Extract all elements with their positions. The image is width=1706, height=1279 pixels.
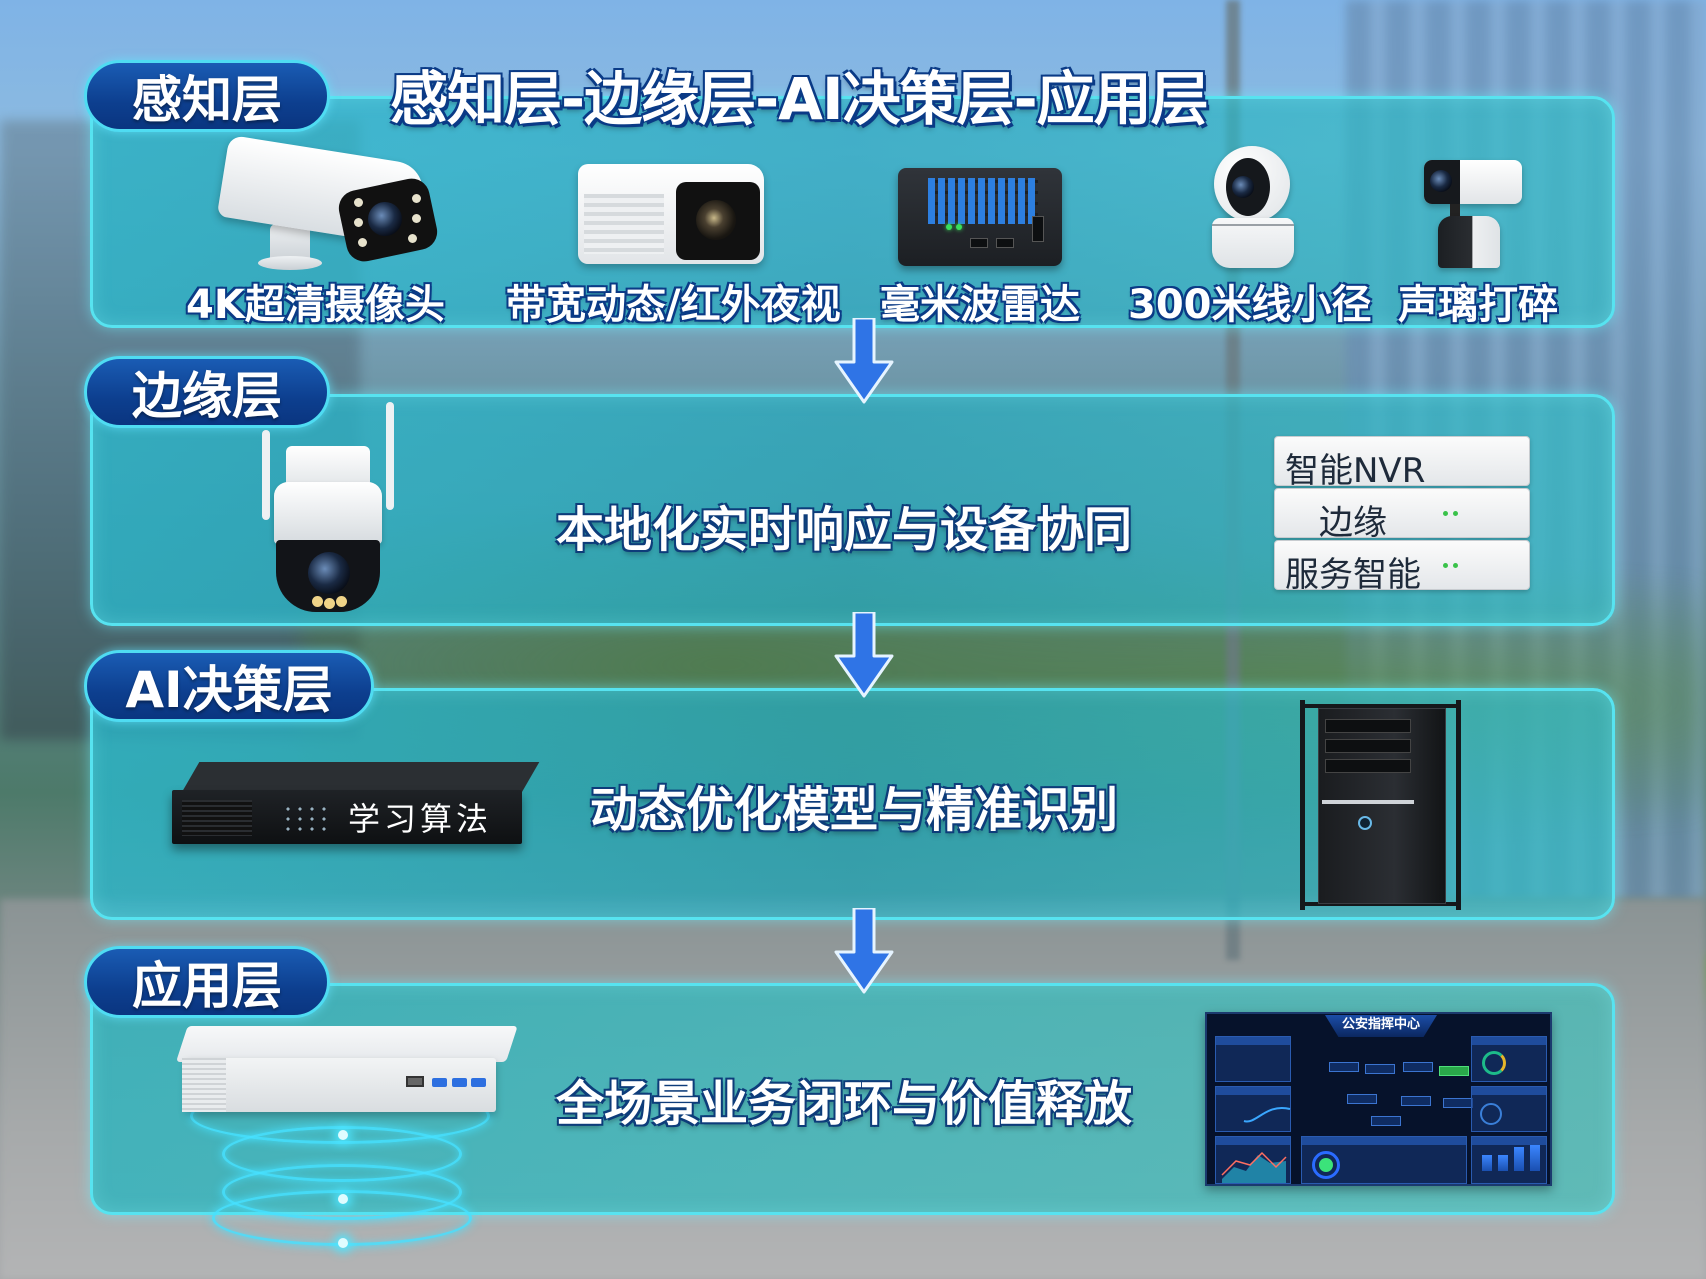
mini-pc-icon	[176, 1026, 518, 1122]
bullet-camera-icon	[216, 134, 444, 276]
rack-server-icon: 学习算法	[172, 762, 540, 858]
application-layer-description: 全场景业务闭环与价值释放	[556, 1076, 1133, 1132]
application-layer-label: 应用层	[84, 946, 330, 1018]
device-label-ir-night-vision: 带宽动态/红外夜视	[506, 282, 841, 328]
algorithm-label: 学习算法	[348, 800, 493, 838]
arrow-down-icon	[834, 612, 894, 698]
tower-server-icon	[1300, 700, 1470, 910]
ai-layer-description: 动态优化模型与精准识别	[590, 782, 1119, 838]
device-label-4k-camera: 4K超清摄像头	[186, 282, 445, 328]
nvr-stack-icon: 智能NVR 边缘 服务智能	[1274, 436, 1530, 598]
perception-layer-label: 感知层	[84, 60, 330, 132]
arrow-down-icon	[834, 908, 894, 994]
dashboard-title: 公安指挥中心	[1325, 1015, 1437, 1037]
device-label-glass-break: 声璃打碎	[1398, 282, 1558, 328]
nvr-line-1: 智能NVR	[1285, 451, 1426, 491]
diagram-title: 感知层-边缘层-AI决策层-应用层	[390, 65, 1209, 133]
box-camera-icon	[578, 164, 768, 268]
dome-camera-icon	[1210, 146, 1296, 270]
ptz-camera-icon	[258, 402, 398, 616]
edge-layer-description: 本地化实时响应与设备协同	[556, 502, 1133, 558]
radar-device-icon	[898, 168, 1062, 268]
dashboard-screen-icon: 公安指挥中心	[1205, 1012, 1552, 1186]
compact-camera-icon	[1424, 160, 1524, 272]
device-label-300m-path: 300米线小径	[1128, 282, 1372, 328]
nvr-line-2: 边缘	[1319, 503, 1387, 543]
arrow-down-icon	[834, 318, 894, 404]
ai-decision-layer-label: AI决策层	[84, 650, 374, 722]
edge-layer-label: 边缘层	[84, 356, 330, 428]
device-label-mmwave-radar: 毫米波雷达	[880, 282, 1080, 328]
nvr-line-3: 服务智能	[1285, 555, 1421, 595]
